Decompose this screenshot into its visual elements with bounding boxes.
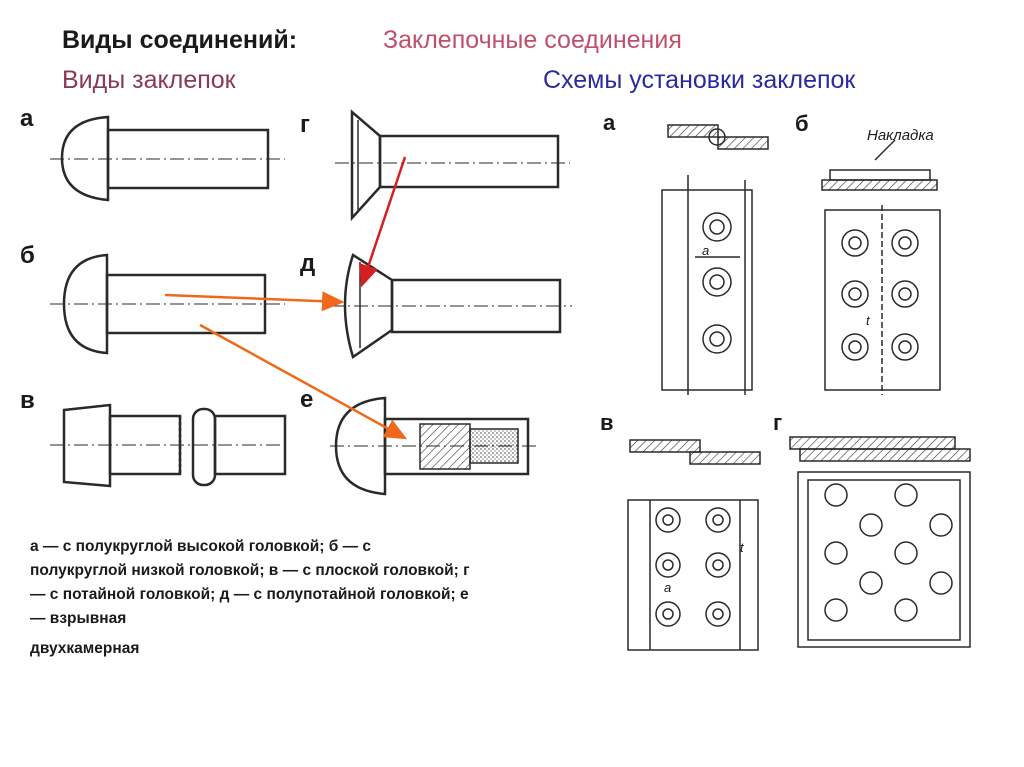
title-prefix: Виды соединений: [62, 26, 298, 54]
left-heading: Виды заклепок [62, 66, 236, 94]
scheme-b-drawing [821, 139, 941, 395]
scheme-a-rivets [702, 212, 732, 354]
label-scheme-v: в [600, 410, 614, 435]
orange-arrow-1 [164, 291, 345, 312]
scheme-v-rivets [655, 507, 731, 627]
caption-main: а — с полукруглой высокой головкой; б — … [30, 538, 470, 627]
label-rivet-v: в [20, 387, 35, 414]
label-rivet-a: а [20, 105, 34, 132]
scheme-g-drawing [789, 436, 971, 648]
label-scheme-g: г [773, 410, 782, 435]
scheme-a-drawing [661, 124, 769, 395]
dim-a-label-2: a [664, 580, 671, 595]
title-topic: Заклепочные соединения [383, 26, 682, 54]
red-arrow [358, 156, 407, 288]
label-rivet-d: д [300, 250, 315, 277]
scheme-g-rivets [824, 483, 953, 622]
label-scheme-a: а [603, 110, 616, 135]
label-scheme-b: б [795, 111, 809, 136]
dim-t-label: t [866, 313, 871, 328]
caption-end: двухкамерная [30, 640, 140, 657]
rivet-b-drawing [50, 253, 285, 355]
scheme-v-drawing [627, 439, 761, 651]
rivet-g-drawing [335, 109, 570, 222]
label-rivet-b: б [20, 242, 35, 269]
rivet-a-drawing [50, 115, 285, 202]
rivet-caption: а — с полукруглой высокой головкой; б — … [30, 535, 470, 661]
rivet-v-drawing [50, 403, 287, 488]
right-heading: Схемы установки заклепок [543, 66, 856, 94]
rivet-e-drawing [330, 396, 540, 496]
scheme-b-rivets [841, 229, 919, 361]
dim-a-label: a [702, 243, 709, 258]
cover-plate-label: Накладка [867, 127, 934, 144]
dim-t-label-2: t [740, 540, 745, 555]
label-rivet-g: г [300, 111, 310, 138]
orange-arrow-2 [199, 323, 408, 440]
label-rivet-e: е [300, 386, 313, 413]
